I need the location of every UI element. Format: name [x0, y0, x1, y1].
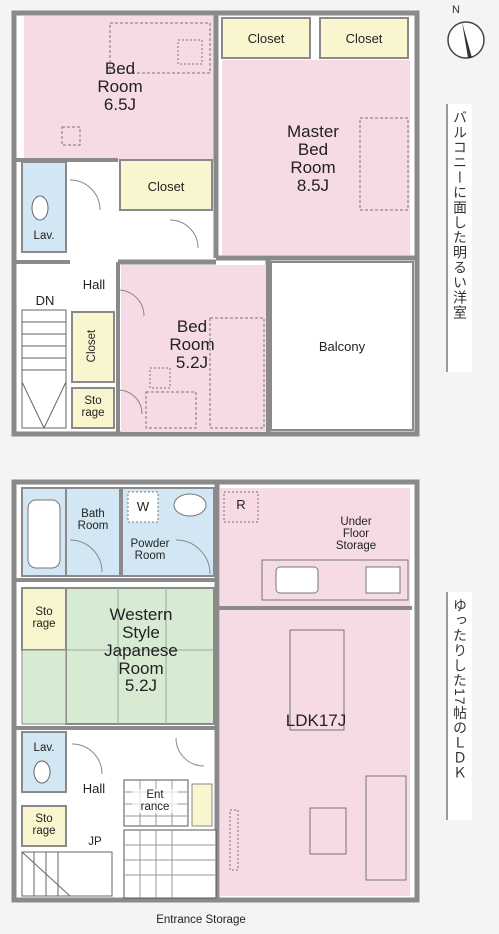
- refrigerator-label: R: [236, 497, 246, 512]
- closet-3-label: Closet: [147, 179, 185, 194]
- closet-vertical-area: [71, 311, 115, 383]
- western-japanese-room-label: Western Style Japanese Room 5.2J: [104, 605, 178, 696]
- compass-north-label: N: [452, 4, 460, 16]
- upper-lav-label: Lav.: [33, 230, 55, 242]
- upper-floor: [11, 10, 420, 437]
- jp-label: JP: [88, 836, 102, 848]
- master-bedroom-area: [222, 60, 410, 255]
- ldk-label: LDK17J: [285, 711, 347, 730]
- entrance-label: Ent rance: [132, 789, 178, 814]
- balcony-caption: バルコニーに面した明るい洋室: [446, 104, 472, 372]
- ldk-area: [220, 488, 410, 896]
- lower-storage-2-label: Sto rage: [32, 813, 56, 838]
- lower-floor: [11, 479, 420, 903]
- washer-label: W: [136, 499, 150, 514]
- lower-hall-label: Hall: [82, 781, 106, 796]
- lower-storage-1-area: [21, 587, 67, 651]
- bedroom-6-5-label: Bed Room 6.5J: [97, 59, 143, 114]
- closet-1-area: [221, 17, 311, 59]
- closet-2-area: [319, 17, 409, 59]
- closet-3-area: [119, 159, 213, 211]
- western-japanese-room-area: [65, 587, 215, 725]
- upper-storage-label: Sto rage: [81, 395, 105, 420]
- bath-room-area: [65, 487, 121, 577]
- lower-lav-label: Lav.: [33, 742, 55, 754]
- dn-label: DN: [35, 293, 55, 308]
- closet-vertical-label: Closet: [85, 329, 98, 363]
- under-floor-storage-label: Under Floor Storage: [335, 516, 377, 553]
- ldk-caption: ゆったりした17帖のＬＤＫ: [446, 592, 472, 820]
- entrance-storage-label: Entrance Storage: [156, 914, 246, 926]
- bedroom-5-2-label: Bed Room 5.2J: [169, 317, 215, 372]
- lower-storage-2-area: [21, 805, 67, 847]
- closet-2-label: Closet: [345, 31, 383, 46]
- bedroom-5-2-area: [121, 265, 266, 432]
- bath-room-label: Bath Room: [77, 508, 109, 533]
- powder-room-label: Powder Room: [130, 538, 170, 563]
- master-bedroom-label: Master Bed Room 8.5J: [287, 122, 339, 195]
- balcony-label: Balcony: [318, 339, 366, 354]
- lower-storage-1-label: Sto rage: [32, 606, 56, 631]
- upper-hall-label: Hall: [82, 277, 106, 292]
- balcony-area: [270, 261, 414, 431]
- upper-storage-area: [71, 387, 115, 429]
- closet-1-label: Closet: [247, 31, 285, 46]
